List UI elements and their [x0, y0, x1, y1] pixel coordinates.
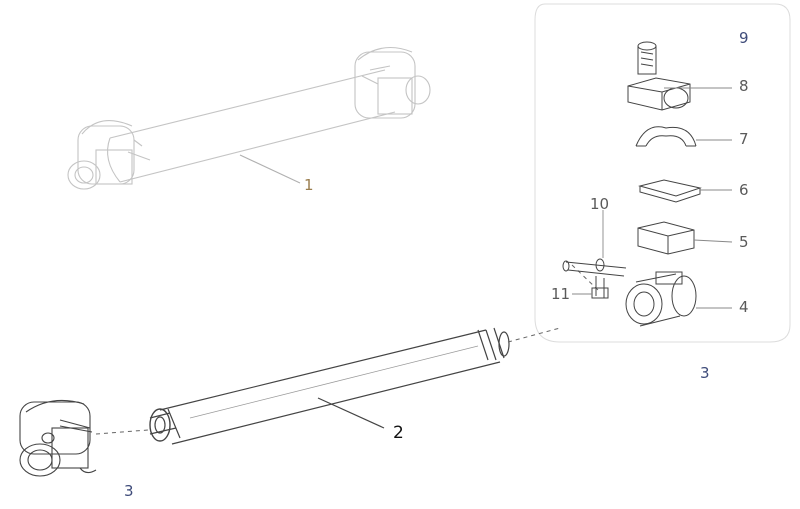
part-1-complete-bar-assembly — [67, 46, 431, 190]
callout-5: 5 — [739, 233, 749, 251]
part-5-bracket — [637, 221, 695, 255]
part-7-half-shell — [635, 126, 697, 147]
callout-4: 4 — [739, 298, 749, 316]
part-3-clamp-left — [19, 399, 97, 477]
callout-2: 2 — [393, 423, 404, 443]
callout-10: 10 — [590, 195, 610, 213]
part-11-small-pin — [591, 276, 609, 299]
callout-11: 11 — [551, 285, 571, 303]
part-4-clamp-ring — [625, 271, 697, 327]
detail-panel-outline — [534, 3, 791, 343]
callout-1: 1 — [304, 176, 314, 194]
callout-8: 8 — [739, 77, 749, 95]
leader-lines — [572, 87, 733, 309]
callout-3-bottom: 3 — [124, 482, 134, 500]
part-9-screw — [637, 41, 657, 75]
callout-9: 9 — [739, 29, 749, 47]
part-8-clamp-block — [627, 77, 691, 111]
callout-7: 7 — [739, 130, 749, 148]
part-10-pin — [562, 258, 627, 277]
callout-3-right: 3 — [700, 364, 710, 382]
part-2-tube — [149, 327, 510, 445]
part-6-plate — [638, 179, 702, 203]
assembly-guide-lines — [95, 264, 599, 435]
callout-6: 6 — [739, 181, 749, 199]
